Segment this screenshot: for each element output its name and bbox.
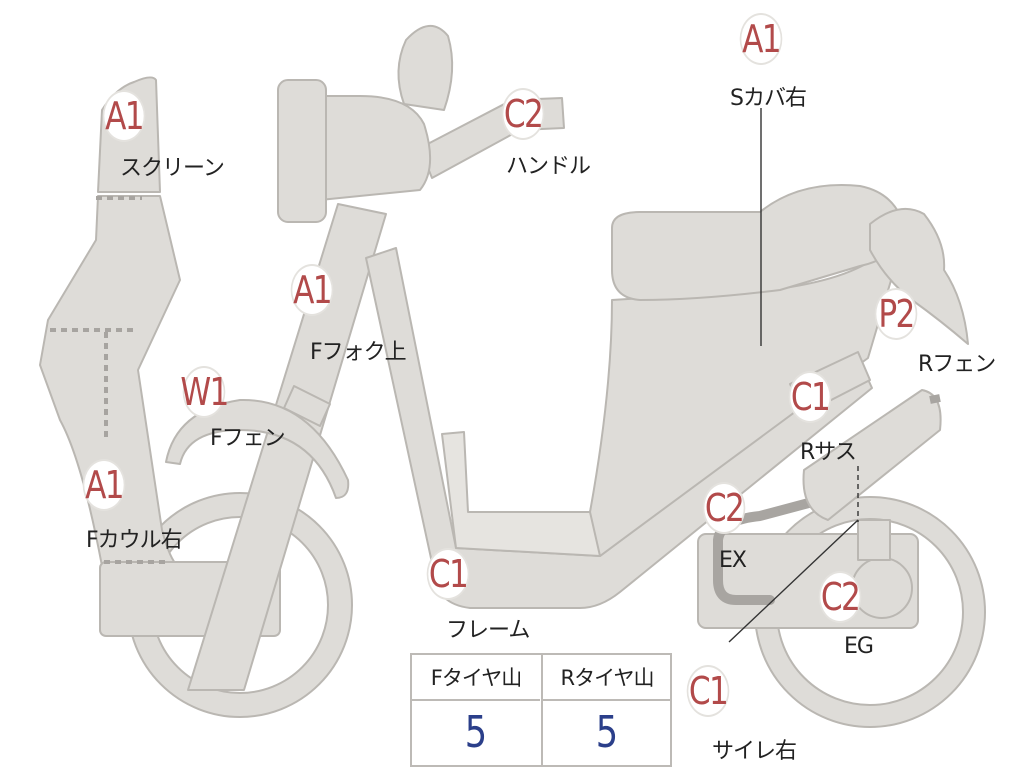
front-fender-badge: W1: [180, 368, 229, 416]
front-cowl-right-label: Fカウル右: [86, 528, 183, 553]
side-cover-right-label: Sカバ右: [730, 86, 807, 111]
exhaust-badge: C2: [704, 484, 745, 532]
screen-label: スクリーン: [120, 156, 225, 181]
handle-badge: C2: [503, 90, 544, 138]
frame-badge: C1: [428, 550, 469, 598]
front-tire-value: 5: [464, 706, 488, 758]
front-fender-shape: [165, 398, 350, 499]
front-tire-column: Fタイヤ山 5: [412, 655, 540, 765]
headlight-shape: [397, 25, 454, 111]
rear-fender-badge: P2: [876, 290, 916, 338]
side-cover-right-badge: A1: [741, 15, 782, 63]
rear-tire-column: Rタイヤ山 5: [541, 655, 671, 765]
rear-fender-label: Rフェン: [918, 352, 996, 377]
rear-suspension-label: Rサス: [800, 440, 857, 465]
tire-tread-table: Fタイヤ山 5 Rタイヤ山 5: [410, 653, 672, 767]
fork-collar: [283, 385, 331, 427]
front-tire-header: Fタイヤ山: [412, 655, 540, 701]
head-cowl-front: [277, 79, 327, 223]
rear-tire-header: Rタイヤ山: [543, 655, 671, 701]
screen-badge: A1: [104, 92, 145, 140]
handle-label: ハンドル: [506, 154, 591, 179]
rear-tire-value: 5: [595, 706, 619, 758]
engine-badge: C2: [820, 573, 861, 621]
side-cover-shape: [589, 249, 901, 557]
muffler-right-label: サイレ右: [712, 739, 797, 764]
rear-suspension-badge: C1: [790, 373, 831, 421]
muffler-right-badge: C1: [688, 667, 729, 715]
exhaust-label: EX: [719, 548, 747, 573]
frame-label: フレーム: [446, 618, 530, 643]
front-cowl-shape: [39, 195, 181, 567]
head-cowl-shape: [299, 95, 432, 203]
front-fork-shape: [187, 203, 387, 691]
exhaust-pipe: [713, 495, 825, 605]
front-fender-label: Fフェン: [210, 426, 286, 451]
engine-label: EG: [844, 634, 874, 659]
engine-hub: [851, 557, 913, 619]
shock-spring: [857, 519, 891, 561]
front-fork-upper-badge: A1: [292, 266, 333, 314]
muffler-shape: [802, 389, 942, 521]
front-fork-upper-label: Fフォク上: [310, 340, 407, 365]
front-cowl-right-badge: A1: [84, 461, 125, 509]
